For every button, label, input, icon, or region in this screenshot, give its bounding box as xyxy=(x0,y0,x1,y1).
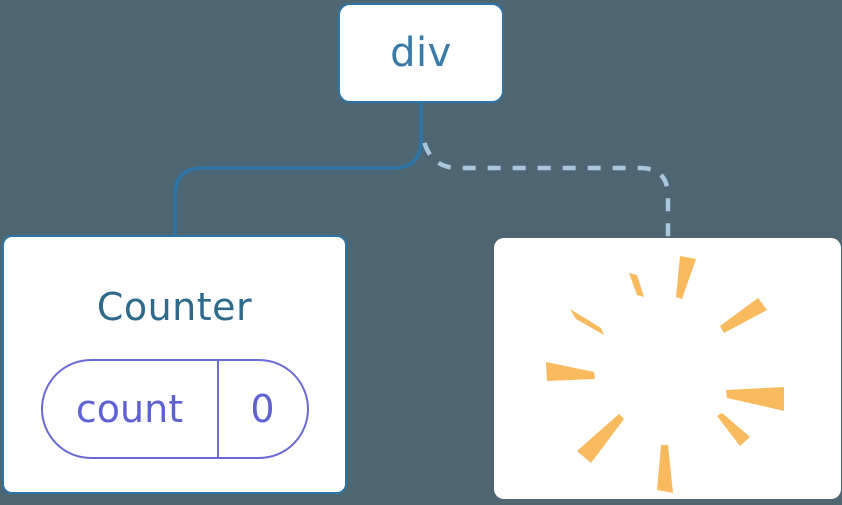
poof-ray xyxy=(726,387,784,411)
poof-ray xyxy=(629,273,644,297)
poof-ray xyxy=(717,413,750,446)
poof-ray xyxy=(546,362,595,381)
connector-dashed-line xyxy=(420,136,671,239)
poof-ray xyxy=(676,256,696,299)
root-node-label: div xyxy=(390,30,452,76)
state-pill: count 0 xyxy=(40,359,309,459)
counter-node-card: Counter count 0 xyxy=(2,235,347,494)
poof-ray xyxy=(657,445,673,493)
state-key-label: count xyxy=(43,361,219,457)
poof-icon xyxy=(546,256,784,493)
counter-title: Counter xyxy=(96,285,253,329)
removed-node-card xyxy=(494,238,841,499)
poof-ray xyxy=(570,309,604,335)
poof-ray xyxy=(577,414,624,463)
root-node-div: div xyxy=(338,3,504,103)
state-value: 0 xyxy=(250,387,275,431)
poof-ray xyxy=(720,298,767,333)
connector-solid-line xyxy=(173,103,423,236)
